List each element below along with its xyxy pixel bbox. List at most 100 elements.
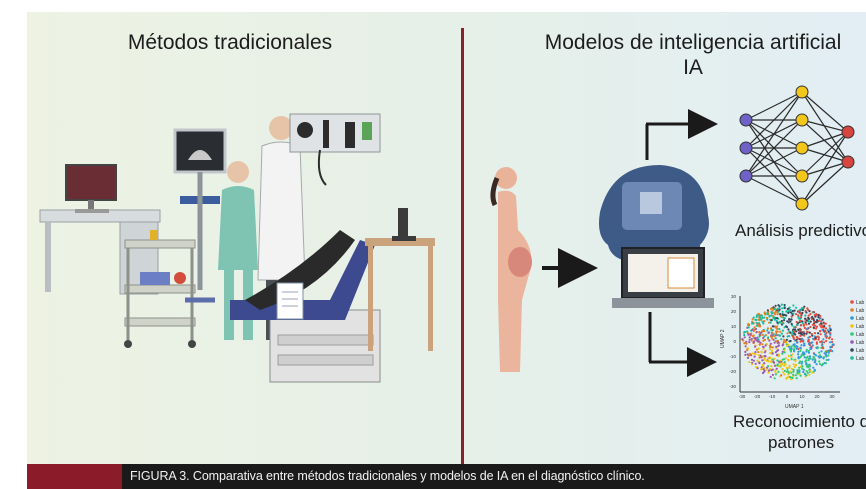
umap-point — [746, 353, 749, 356]
umap-point — [811, 341, 814, 344]
nn-edge — [801, 91, 849, 163]
umap-point — [795, 320, 798, 324]
umap-point — [822, 347, 825, 350]
umap-point — [804, 314, 807, 317]
umap-point — [767, 371, 770, 374]
umap-point — [783, 369, 786, 372]
umap-point — [803, 342, 806, 345]
umap-point — [746, 356, 750, 359]
umap-point — [743, 336, 746, 339]
umap-point — [797, 314, 800, 317]
umap-point — [812, 355, 815, 358]
nn-node — [795, 197, 809, 211]
umap-point — [757, 347, 760, 350]
umap-point — [819, 340, 822, 344]
umap-point — [767, 360, 770, 363]
umap-point — [761, 314, 764, 317]
umap-point — [815, 363, 818, 366]
nn-node — [739, 141, 753, 155]
umap-point — [790, 358, 793, 361]
umap-point — [754, 351, 757, 354]
umap-point — [825, 331, 828, 334]
umap-point — [763, 312, 766, 315]
umap-point — [787, 359, 790, 362]
umap-ytick: -10 — [729, 354, 736, 359]
umap-point — [766, 329, 769, 332]
umap-xtick: -30 — [739, 394, 746, 399]
umap-point — [746, 349, 749, 352]
umap-point — [770, 349, 774, 352]
neural-network-icon — [739, 85, 855, 211]
umap-point — [798, 330, 801, 333]
umap-point — [799, 355, 803, 358]
umap-point — [819, 333, 822, 336]
umap-point — [748, 353, 751, 356]
umap-point — [809, 325, 812, 329]
umap-point — [790, 318, 793, 321]
nn-edge — [745, 147, 803, 177]
umap-point — [805, 359, 808, 362]
umap-point — [824, 353, 828, 356]
umap-point — [756, 359, 759, 362]
umap-point — [824, 327, 828, 330]
umap-xtick: -20 — [754, 394, 761, 399]
umap-point — [759, 316, 762, 319]
ultrasound-machine-icon — [173, 128, 227, 303]
umap-point — [788, 335, 791, 338]
umap-point — [808, 357, 811, 360]
umap-point — [829, 332, 832, 335]
umap-point — [744, 353, 747, 356]
umap-point — [781, 350, 784, 353]
umap-point — [744, 345, 747, 348]
umap-point — [752, 359, 756, 362]
umap-point — [809, 313, 812, 316]
umap-point — [780, 360, 783, 363]
nn-edge — [745, 175, 803, 205]
umap-point — [746, 330, 749, 333]
umap-point — [780, 332, 784, 335]
umap-point — [742, 339, 745, 342]
umap-point — [762, 345, 765, 348]
umap-point — [764, 344, 767, 347]
umap-point — [753, 355, 756, 358]
umap-point — [783, 373, 786, 376]
umap-point — [819, 330, 822, 333]
umap-point — [801, 360, 804, 363]
umap-point — [776, 307, 780, 310]
umap-point — [766, 309, 770, 312]
umap-point — [817, 336, 820, 339]
umap-point — [782, 322, 785, 325]
umap-point — [798, 309, 801, 312]
umap-point — [803, 326, 806, 329]
umap-point — [771, 331, 774, 334]
umap-point — [789, 308, 792, 312]
nn-edge — [801, 161, 849, 205]
umap-point — [747, 333, 750, 336]
umap-point — [771, 337, 774, 340]
umap-point — [780, 338, 783, 341]
umap-point — [760, 351, 763, 354]
umap-point — [776, 349, 779, 352]
umap-point — [820, 320, 823, 323]
umap-point — [771, 368, 774, 371]
umap-point — [808, 355, 812, 358]
wall-diagnostic-panel-icon — [289, 113, 381, 186]
umap-point — [817, 316, 820, 319]
umap-point — [773, 316, 776, 319]
umap-xtick: 20 — [814, 394, 820, 399]
umap-point — [797, 356, 800, 359]
umap-scatter — [741, 303, 835, 381]
umap-point — [818, 351, 821, 354]
umap-point — [769, 367, 772, 370]
umap-point — [768, 348, 772, 351]
umap-point — [823, 322, 826, 325]
umap-point — [792, 337, 796, 340]
umap-legend-swatch — [850, 308, 854, 312]
umap-point — [792, 368, 795, 371]
umap-point — [817, 346, 820, 349]
umap-point — [809, 320, 812, 323]
umap-legend-swatch — [850, 340, 854, 344]
umap-point — [747, 347, 750, 350]
umap-point — [786, 307, 789, 311]
